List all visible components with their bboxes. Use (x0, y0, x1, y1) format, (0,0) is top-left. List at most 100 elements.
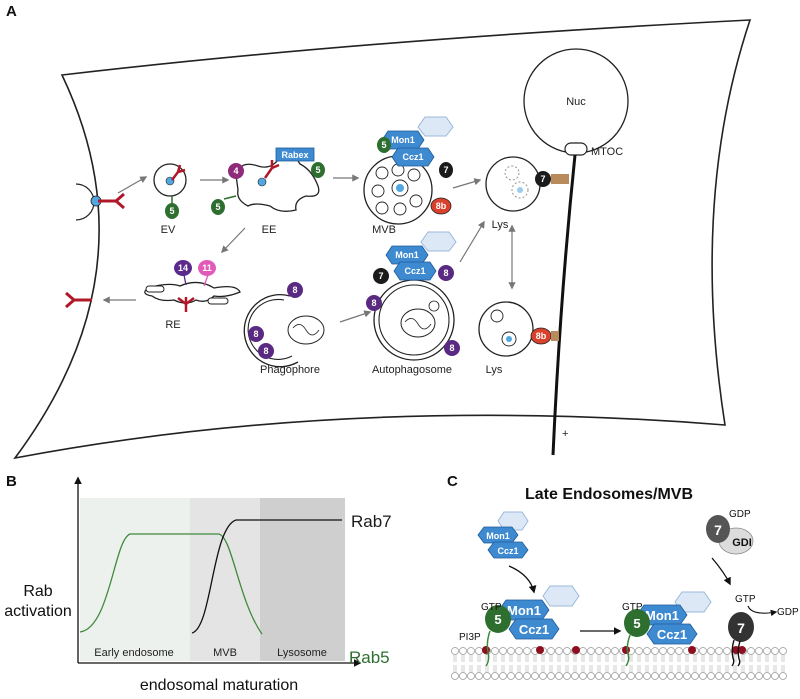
ccz1-hexagon (508, 618, 560, 640)
rab4-number: 4 (233, 166, 238, 176)
rab7-number: 7 (443, 165, 448, 175)
series-label-rab5: Rab5 (349, 648, 390, 667)
arrow-pm-to-ev (117, 176, 148, 194)
arrow-autophagosome-to-lys (459, 220, 485, 263)
gtp-label: GTP (735, 594, 756, 605)
pi3p-lipid (622, 646, 630, 654)
pi3p-label: PI3P (459, 632, 481, 643)
rab11-number: 11 (202, 263, 212, 273)
rab5-icon (165, 203, 179, 219)
rab14-icon (174, 260, 192, 276)
receptor-icon (98, 192, 125, 210)
rab7-number: 7 (378, 271, 383, 281)
rab5-anchor (625, 634, 631, 667)
x-axis-label: endosomal maturation (140, 677, 298, 694)
rab7-anchor (731, 639, 735, 667)
ccz1-label: Ccz1 (402, 152, 423, 162)
rab7-icon (373, 268, 389, 284)
rabex-label: Rabex (281, 150, 308, 160)
plus-end-label: + (562, 428, 568, 440)
rab8b-number: 8b (436, 201, 447, 211)
arrow-recruitment (508, 565, 537, 594)
stage-bg-early (80, 498, 190, 661)
ccz1-label: Ccz1 (497, 546, 518, 556)
rab-activation-chart: Rab7 Rab5 Early endosome MVB Lysosome Ra… (4, 476, 392, 694)
cell-outline (13, 19, 752, 460)
lysosome-top (485, 156, 541, 212)
rab8-number: 8 (253, 329, 258, 339)
microtubule (551, 154, 577, 456)
rab8-icon (287, 282, 303, 298)
panel-b-label: B (6, 473, 17, 490)
gef-ghost-hexagon (420, 231, 457, 252)
pi3p-lipid (572, 646, 580, 654)
ccz1-label: Ccz1 (519, 622, 549, 637)
rab8b-icon (430, 197, 452, 215)
rab7-number: 7 (714, 522, 722, 538)
lys-top-label: Lys (492, 219, 509, 231)
rab5-number: 5 (169, 206, 174, 216)
ccz1-hexagon (391, 147, 435, 167)
rab11-icon (198, 260, 216, 276)
cargo-icon (257, 177, 267, 187)
gef-ghost-hexagon (542, 585, 580, 607)
rab8-number: 8 (292, 285, 297, 295)
rab8-number: 8 (443, 268, 448, 278)
stage-bg-mvb (190, 498, 260, 661)
rab8-icon (444, 340, 460, 356)
rab8b-number: 8b (536, 331, 547, 341)
early-endosome (235, 155, 320, 212)
gef-ghost-hexagon (417, 116, 454, 137)
mtoc (564, 142, 588, 156)
arrow-rab7-recruitment (711, 557, 731, 586)
rab5-number: 5 (381, 140, 386, 150)
gtp-label: GTP (481, 602, 502, 613)
rab8-number: 8 (263, 346, 268, 356)
lysosome-bottom (478, 301, 534, 357)
rab8-number: 8 (371, 298, 376, 308)
panel-a-label: A (6, 3, 17, 20)
mtoc-label: MTOC (591, 146, 623, 158)
arrow-phagophore-to-autophagosome (339, 310, 372, 323)
ccz1-hexagon (487, 541, 529, 559)
rab7-number: 7 (540, 174, 545, 184)
rabex-box (275, 147, 315, 162)
motor-adaptor (551, 331, 559, 341)
rab5-number: 5 (494, 612, 501, 627)
re-label: RE (165, 319, 180, 331)
ccz1-hexagon (646, 623, 698, 645)
rab5-number: 5 (215, 202, 220, 212)
nucleus-label: Nuc (566, 96, 586, 108)
pi3p-lipid (738, 646, 746, 654)
rab5-icon (211, 199, 225, 215)
ev-label: EV (161, 224, 176, 236)
rab5-number: 5 (315, 165, 320, 175)
stage-bg-lysosome (260, 498, 345, 661)
receptor-icon (263, 160, 280, 179)
stage-label-early: Early endosome (94, 647, 174, 659)
rab8-number: 8 (449, 343, 454, 353)
gtp-label: GTP (622, 602, 643, 613)
mon1-label: Mon1 (507, 603, 541, 618)
rab7-curve (191, 519, 342, 634)
receptor-icon (171, 164, 186, 181)
stage-label-mvb: MVB (213, 647, 237, 659)
arrow-ee-to-re (221, 227, 246, 254)
phagophore (243, 294, 299, 368)
stage-label-lysosome: Lysosome (277, 647, 327, 659)
rab5-icon (311, 162, 325, 178)
rab8-icon (258, 343, 274, 359)
mitochondrion-icon (400, 308, 436, 338)
gdp-label: GDP (729, 509, 751, 520)
rab7-icon (728, 612, 754, 642)
rab8-icon (438, 265, 454, 281)
motor-adaptor (551, 174, 569, 184)
receptor-icon (65, 291, 92, 309)
y-axis-label-line2: activation (4, 603, 72, 620)
pi3p-lipid (688, 646, 696, 654)
rab14-number: 14 (178, 263, 188, 273)
rab8-icon (366, 295, 382, 311)
recycling-endosome (144, 281, 241, 304)
gef-ghost-hexagon (497, 511, 529, 531)
